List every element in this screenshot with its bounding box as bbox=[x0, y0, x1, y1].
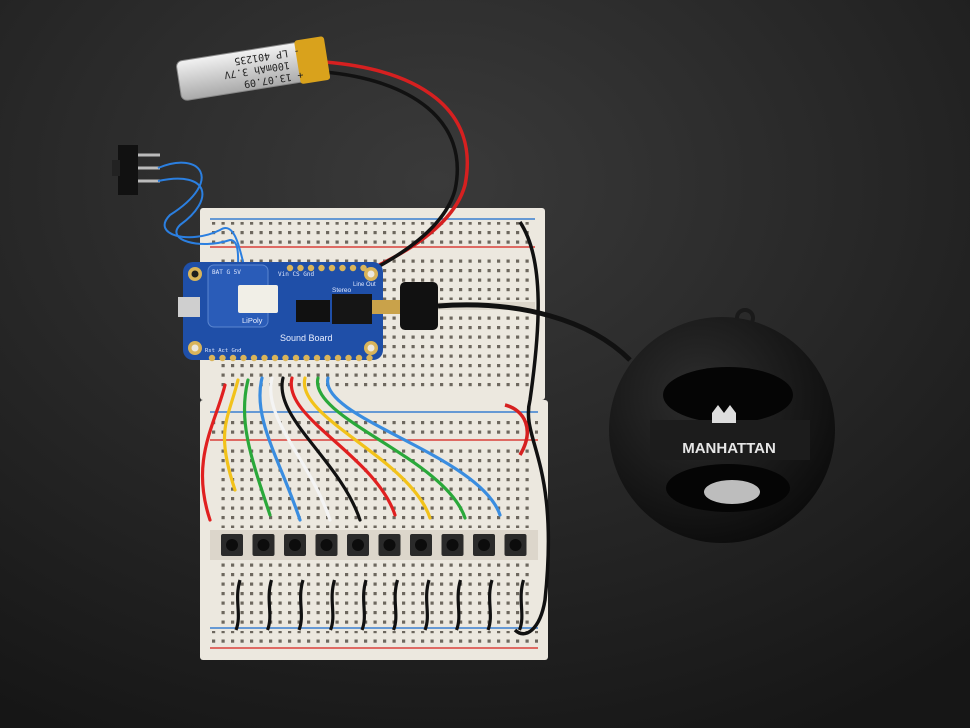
switch-blue-wire bbox=[157, 177, 240, 273]
button-cap bbox=[509, 539, 522, 551]
jumper-wire bbox=[289, 376, 397, 517]
red-rail-wire bbox=[504, 403, 529, 456]
tactile-button[interactable] bbox=[441, 534, 464, 556]
audio-jack[interactable] bbox=[332, 294, 372, 324]
button-cap bbox=[478, 539, 490, 551]
ground-jumper bbox=[423, 579, 431, 631]
button-cap bbox=[226, 539, 238, 551]
ground-jumper bbox=[391, 579, 400, 631]
ground-jumper bbox=[360, 579, 368, 631]
bat-label: BAT G 5V bbox=[212, 269, 241, 276]
tactile-button[interactable] bbox=[378, 534, 401, 556]
jumper-wire bbox=[316, 376, 467, 520]
slide-switch[interactable] bbox=[112, 145, 160, 195]
header-pin bbox=[349, 264, 357, 272]
jumper-wire bbox=[242, 378, 272, 517]
jumper-wire bbox=[280, 376, 362, 522]
jumper-wires bbox=[200, 376, 502, 522]
audio-plug bbox=[372, 300, 402, 314]
manhattan-logo-icon bbox=[712, 405, 736, 423]
sound-board-pcb: BAT G 5V Vin CS Gnd Stereo Line Out LiPo… bbox=[178, 262, 383, 362]
ground-jumper bbox=[297, 579, 305, 631]
tactile-button[interactable] bbox=[221, 534, 243, 556]
tactile-button[interactable] bbox=[473, 534, 495, 556]
header-pin bbox=[292, 354, 300, 362]
ground-jumper bbox=[517, 579, 526, 631]
header-pin bbox=[229, 354, 237, 362]
speaker: MANHATTAN bbox=[609, 308, 835, 543]
jst-connector[interactable] bbox=[238, 285, 278, 313]
header-pin bbox=[208, 354, 216, 362]
header-pin bbox=[271, 354, 279, 362]
ground-jumper bbox=[265, 579, 274, 631]
top-pins-label: Vin CS Gnd bbox=[278, 271, 315, 278]
switch-blue-wire bbox=[157, 161, 246, 271]
ground-jumper bbox=[454, 579, 463, 631]
header-pin bbox=[282, 354, 289, 362]
ground-jumper bbox=[234, 579, 242, 631]
battery-minus: - bbox=[293, 45, 301, 57]
header-pin bbox=[303, 354, 310, 362]
breadboard-bottom bbox=[200, 400, 548, 660]
header-pin bbox=[345, 354, 352, 362]
button-cap bbox=[383, 539, 396, 551]
header-pin bbox=[355, 354, 363, 362]
chip bbox=[296, 300, 330, 322]
jumper-wire bbox=[269, 376, 332, 522]
header-pin bbox=[297, 264, 304, 272]
tactile-button[interactable] bbox=[252, 534, 275, 556]
header-pin bbox=[339, 264, 346, 272]
button-cap bbox=[415, 539, 427, 551]
button-cap bbox=[352, 539, 364, 551]
audio-plug-body bbox=[400, 282, 438, 330]
jumper-wire bbox=[222, 378, 240, 492]
tactile-button[interactable] bbox=[504, 534, 527, 556]
ground-jumper bbox=[486, 579, 494, 631]
jumper-wire bbox=[258, 376, 302, 522]
button-cap bbox=[320, 539, 333, 551]
header-pin bbox=[250, 354, 258, 362]
header-pin bbox=[366, 354, 373, 362]
ground-jumper bbox=[328, 579, 337, 631]
header-pin bbox=[261, 354, 268, 362]
tactile-button[interactable] bbox=[315, 534, 338, 556]
jumper-wire bbox=[326, 376, 502, 517]
button-cap bbox=[257, 539, 270, 551]
header-pin bbox=[334, 354, 342, 362]
tactile-button[interactable] bbox=[347, 534, 369, 556]
lipoly-label: LiPoly bbox=[242, 316, 263, 325]
header-pin bbox=[324, 354, 331, 362]
header-pin bbox=[360, 264, 367, 272]
ground-jumpers bbox=[234, 579, 526, 631]
header-pin bbox=[318, 264, 325, 272]
board-name: Sound Board bbox=[280, 333, 333, 343]
header-pin bbox=[313, 354, 321, 362]
header-pin bbox=[328, 264, 336, 272]
lipo-battery: 13.07.09 100mAh 3.7V LP 401235 + - bbox=[176, 36, 331, 101]
jumper-wire bbox=[302, 376, 432, 520]
micro-usb-port[interactable] bbox=[178, 297, 200, 317]
line-out-label: Line Out bbox=[353, 282, 376, 288]
stereo-label: Stereo bbox=[332, 287, 352, 294]
tactile-button[interactable] bbox=[410, 534, 432, 556]
button-cap bbox=[289, 539, 301, 551]
button-cap bbox=[446, 539, 459, 551]
tactile-button[interactable] bbox=[284, 534, 306, 556]
header-pin bbox=[286, 264, 294, 272]
header-pin bbox=[240, 354, 247, 362]
audio-cable bbox=[437, 302, 632, 362]
speaker-brand: MANHATTAN bbox=[682, 440, 776, 457]
bottom-pins-label: Rst Act Gnd bbox=[205, 348, 241, 354]
header-pin bbox=[307, 264, 315, 272]
battery-plus: + bbox=[296, 69, 304, 81]
header-pin bbox=[219, 354, 226, 362]
tactile-buttons bbox=[221, 534, 527, 556]
speaker-cable bbox=[513, 221, 551, 636]
jumper-wire bbox=[200, 383, 227, 522]
